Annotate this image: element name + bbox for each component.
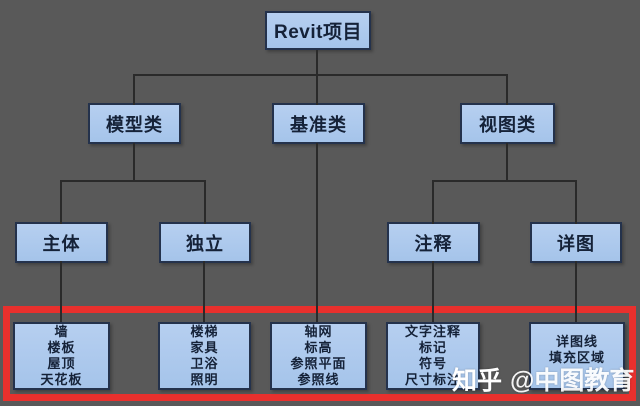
connector-line bbox=[133, 143, 135, 182]
node-annotation-items: 文字注释 标记 符号 尺寸标注 bbox=[386, 322, 480, 390]
node-view-category: 视图类 bbox=[460, 103, 555, 144]
leaf-line: 符号 bbox=[418, 356, 447, 371]
leaf-line: 卫浴 bbox=[190, 356, 219, 371]
leaf-line: 墙 bbox=[54, 324, 69, 339]
connector-line bbox=[203, 261, 205, 324]
node-standalone-items: 楼梯 家具 卫浴 照明 bbox=[158, 322, 251, 390]
connector-line bbox=[432, 180, 577, 182]
connector-line bbox=[432, 180, 434, 224]
node-host: 主体 bbox=[15, 222, 108, 263]
connector-line bbox=[316, 143, 318, 324]
leaf-line: 楼梯 bbox=[190, 324, 219, 339]
connector-line bbox=[432, 261, 434, 324]
node-detail-items: 详图线 填充区域 bbox=[529, 322, 625, 390]
connector-line bbox=[575, 261, 577, 324]
leaf-line: 参照线 bbox=[297, 372, 340, 387]
leaf-line: 楼板 bbox=[47, 340, 76, 355]
watermark: 知乎@中图教育 bbox=[452, 361, 634, 397]
leaf-line: 家具 bbox=[190, 340, 219, 355]
connector-line bbox=[133, 74, 135, 105]
node-datum-category: 基准类 bbox=[272, 103, 365, 144]
leaf-line: 尺寸标注 bbox=[404, 372, 461, 387]
connector-line bbox=[133, 74, 508, 76]
node-standalone: 独立 bbox=[159, 222, 251, 263]
leaf-line: 文字注释 bbox=[404, 324, 461, 339]
watermark-brand: 知乎 bbox=[452, 367, 503, 395]
connector-line bbox=[60, 180, 206, 182]
connector-line bbox=[316, 50, 318, 76]
connector-line bbox=[575, 180, 577, 224]
node-revit-project: Revit项目 bbox=[265, 11, 371, 50]
leaf-line: 轴网 bbox=[304, 324, 333, 339]
connector-line bbox=[60, 261, 62, 324]
connector-line bbox=[204, 180, 206, 224]
connector-line bbox=[316, 74, 318, 105]
connector-line bbox=[60, 180, 62, 224]
watermark-handle: @中图教育 bbox=[510, 367, 635, 395]
leaf-line: 填充区域 bbox=[548, 350, 605, 365]
node-detail: 详图 bbox=[530, 222, 622, 263]
connector-line bbox=[506, 143, 508, 182]
leaf-line: 标记 bbox=[418, 340, 447, 355]
leaf-line: 标高 bbox=[304, 340, 333, 355]
leaf-line: 屋顶 bbox=[47, 356, 76, 371]
node-datum-items: 轴网 标高 参照平面 参照线 bbox=[270, 322, 367, 390]
leaf-line: 详图线 bbox=[555, 334, 598, 349]
node-host-items: 墙 楼板 屋顶 天花板 bbox=[13, 322, 110, 390]
leaf-line: 参照平面 bbox=[290, 356, 347, 371]
node-annotation: 注释 bbox=[387, 222, 480, 263]
highlight-rectangle bbox=[3, 306, 636, 401]
leaf-line: 照明 bbox=[190, 372, 219, 387]
node-model-category: 模型类 bbox=[88, 103, 181, 144]
leaf-line: 天花板 bbox=[40, 372, 83, 387]
connector-line bbox=[506, 74, 508, 105]
